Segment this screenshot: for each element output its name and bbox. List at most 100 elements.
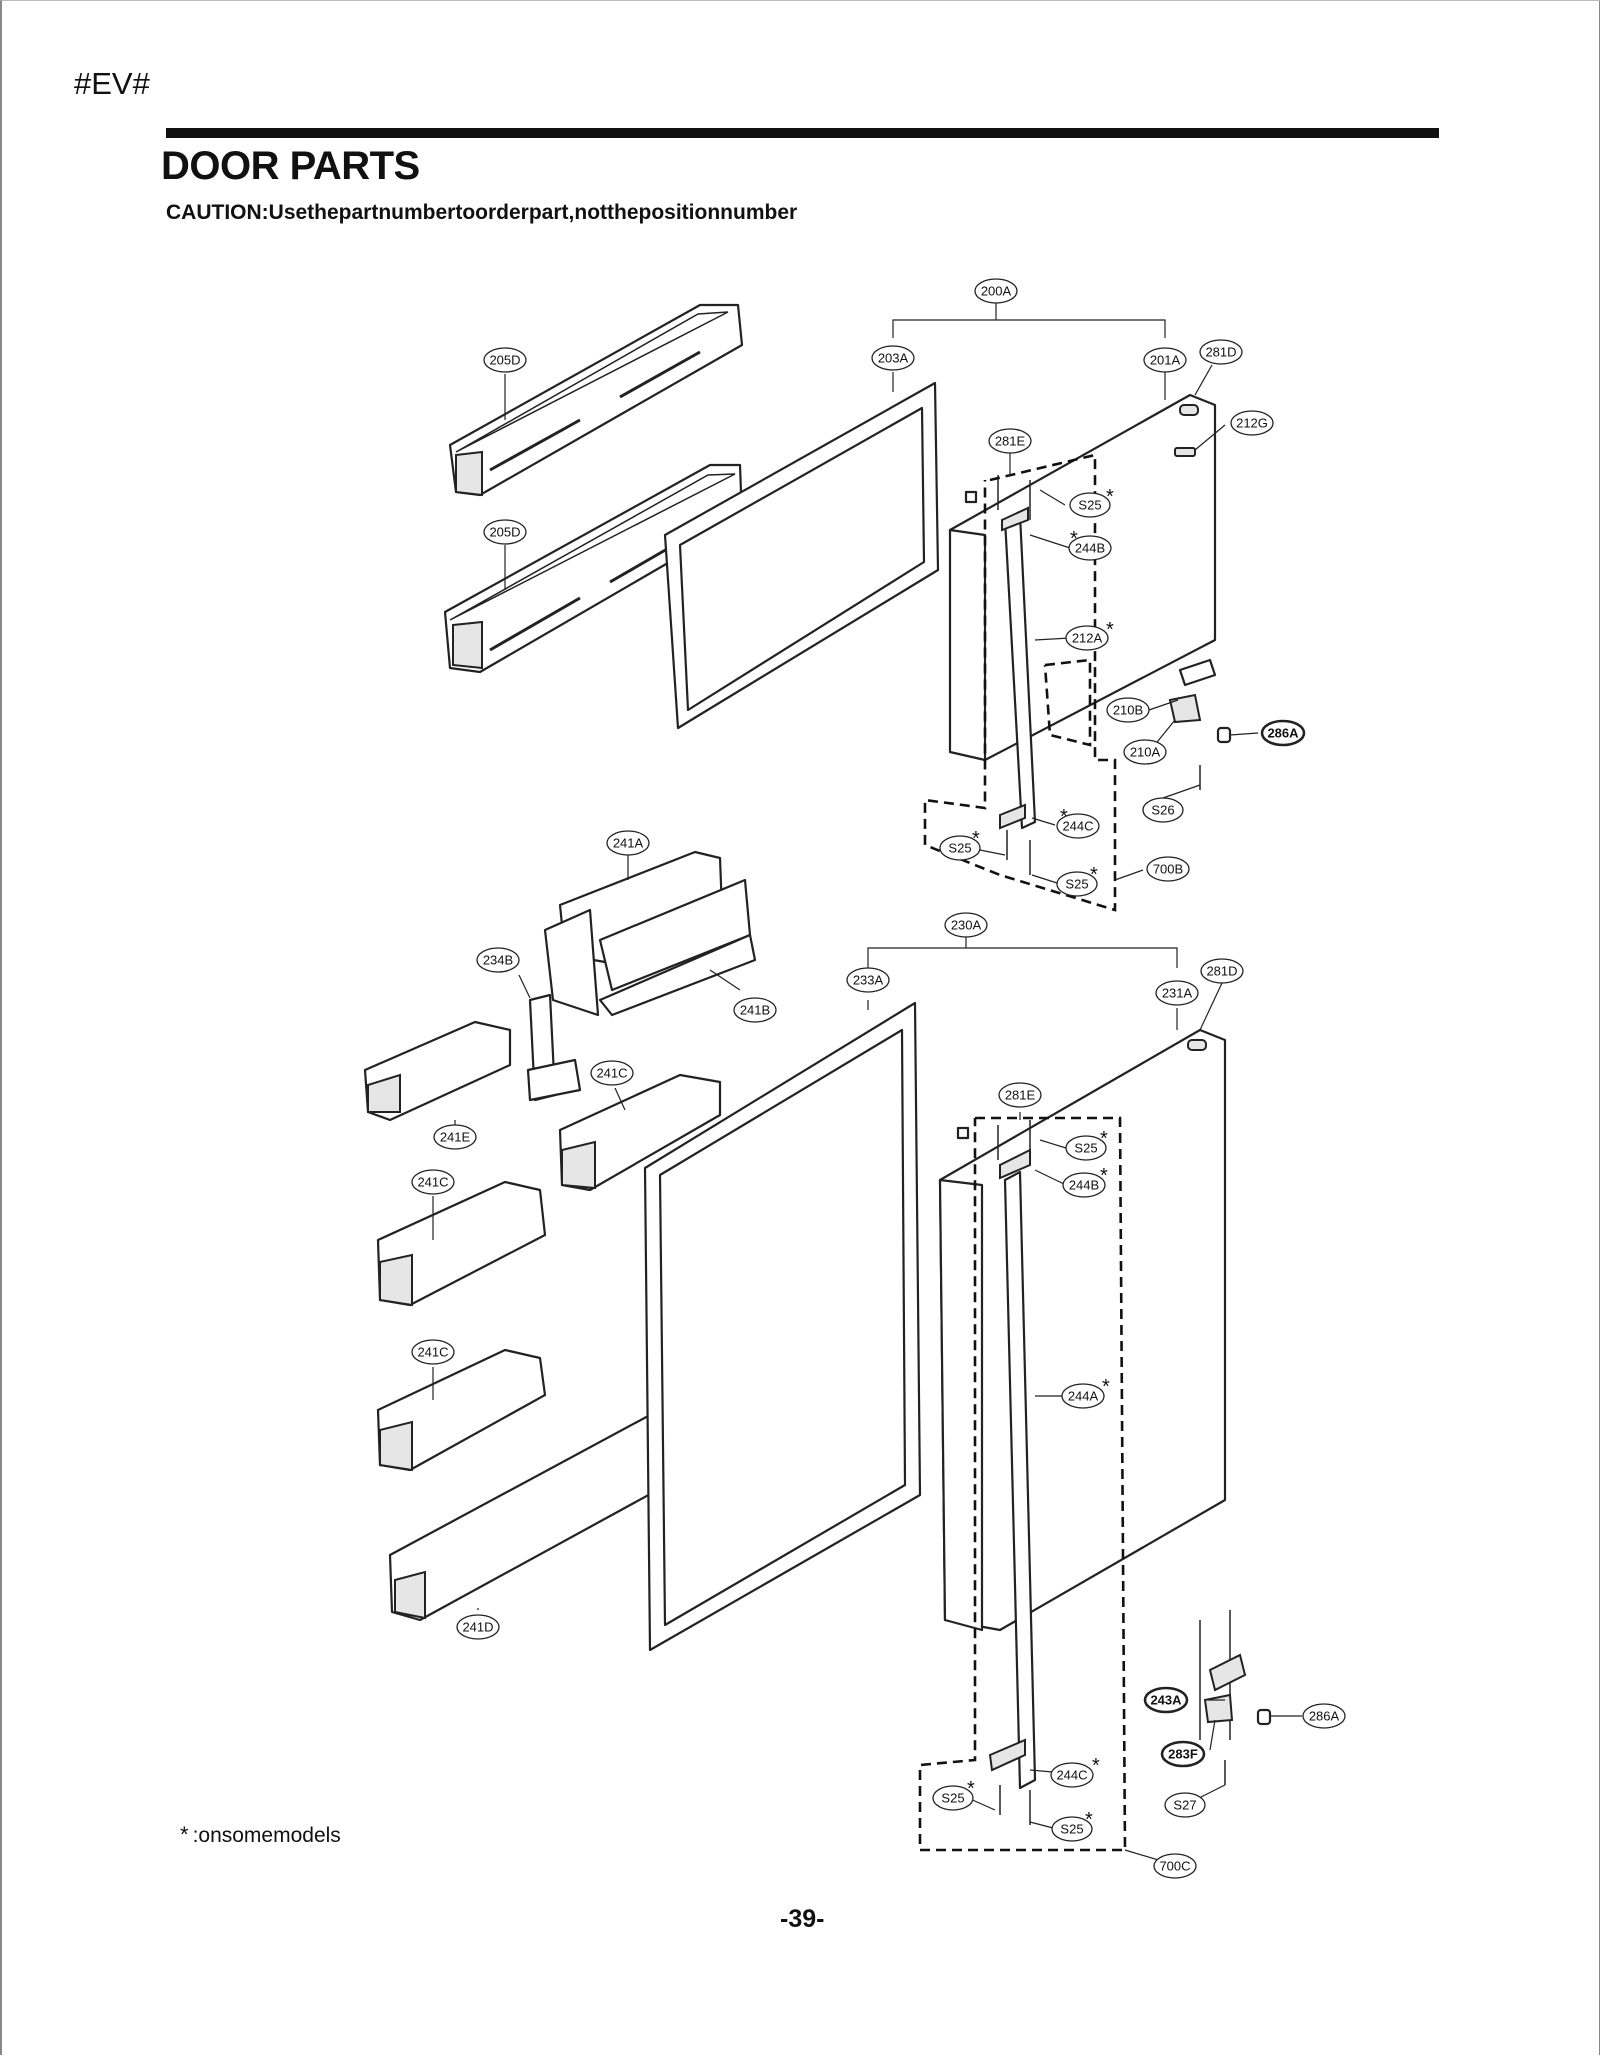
kit-outline-700b [923, 453, 1117, 912]
callout-241d: 241D [456, 1614, 500, 1640]
svg-text:281D: 281D [1206, 964, 1237, 979]
door-bin-205d-top [448, 303, 744, 497]
bin-241c-c [376, 1348, 547, 1472]
callout-281d-bottom: 281D [1200, 958, 1244, 984]
callout-s25-b: S25 [939, 835, 981, 861]
svg-text:244A: 244A [1068, 1389, 1099, 1404]
callout-700b: 700B [1146, 856, 1190, 882]
callout-243a: 243A [1143, 1686, 1189, 1714]
svg-text:S25: S25 [941, 1791, 964, 1806]
asterisk-mark: * [1070, 528, 1078, 550]
callout-286a-top: 286A [1260, 719, 1306, 747]
svg-text:243A: 243A [1150, 1693, 1182, 1708]
callout-283f: 283F [1160, 1740, 1206, 1768]
page-number: -39- [780, 1905, 825, 1933]
svg-text:234B: 234B [483, 953, 513, 968]
callout-s25-c: S25 [1056, 871, 1098, 897]
svg-text:244B: 244B [1069, 1178, 1099, 1193]
callout-281e-bottom: 281E [998, 1082, 1042, 1108]
callout-244c-top: 244C [1056, 813, 1100, 839]
svg-text:281E: 281E [1005, 1088, 1036, 1103]
optional-part-asterisks: * * * * * * * * * * * * [967, 486, 1114, 1831]
svg-text:212G: 212G [1236, 416, 1268, 431]
callout-241b: 241B [733, 997, 777, 1023]
asterisk-mark: * [1085, 1809, 1093, 1831]
asterisk-mark: * [1106, 619, 1114, 641]
callout-s25-f: S25 [1051, 1816, 1093, 1842]
asterisk-mark: * [1102, 1376, 1110, 1398]
svg-text:S25: S25 [1074, 1141, 1097, 1156]
callout-s25-a: S25 [1069, 492, 1111, 518]
asterisk-mark: * [1100, 1165, 1108, 1187]
hinge-210 [1168, 658, 1232, 790]
asterisk-mark: * [1106, 486, 1114, 508]
svg-text:203A: 203A [878, 351, 909, 366]
svg-text:283F: 283F [1168, 1747, 1198, 1762]
callout-241c-a: 241C [590, 1060, 634, 1086]
svg-text:210B: 210B [1113, 703, 1143, 718]
callout-212a: 212A [1065, 625, 1109, 651]
callout-205d-bottom: 205D [483, 519, 527, 545]
svg-text:241A: 241A [613, 836, 644, 851]
svg-text:S25: S25 [1065, 877, 1088, 892]
svg-text:241B: 241B [740, 1003, 770, 1018]
svg-text:700C: 700C [1159, 1859, 1190, 1874]
svg-text:205D: 205D [489, 353, 520, 368]
svg-text:244C: 244C [1062, 819, 1093, 834]
svg-text:241C: 241C [417, 1345, 448, 1360]
callout-s25-e: S25 [932, 1785, 974, 1811]
callout-241c-b: 241C [411, 1169, 455, 1195]
dairy-bin-241a [543, 850, 757, 1017]
gasket-203a [663, 381, 940, 730]
callout-234b: 234B [476, 947, 520, 973]
callout-244c-bottom: 244C [1050, 1762, 1094, 1788]
svg-text:201A: 201A [1150, 353, 1181, 368]
footnote-asterisk: * [180, 1822, 189, 1847]
callout-281e-top: 281E [988, 428, 1032, 454]
model-code: #EV# [74, 66, 150, 101]
svg-text:231A: 231A [1162, 986, 1193, 1001]
svg-text:286A: 286A [1267, 726, 1299, 741]
svg-text:S26: S26 [1151, 803, 1174, 818]
callout-s25-d: S25 [1065, 1135, 1107, 1161]
bin-241c-b [376, 1180, 547, 1307]
callout-241e: 241E [433, 1124, 477, 1150]
svg-text:241D: 241D [462, 1620, 493, 1635]
handle-244a [988, 1148, 1037, 1790]
svg-text:241E: 241E [440, 1130, 471, 1145]
svg-text:S27: S27 [1173, 1798, 1196, 1813]
bin-241c-a [558, 1073, 722, 1192]
svg-text:244C: 244C [1056, 1768, 1087, 1783]
svg-text:212A: 212A [1072, 631, 1103, 646]
svg-text:205D: 205D [489, 525, 520, 540]
callout-s27: S27 [1164, 1792, 1206, 1818]
title-rule [166, 128, 1439, 138]
svg-text:233A: 233A [853, 973, 884, 988]
callout-s26: S26 [1142, 797, 1184, 823]
callout-244a: 244A [1061, 1383, 1105, 1409]
asterisk-mark: * [972, 828, 980, 850]
handle-212a [999, 506, 1037, 830]
svg-text:700B: 700B [1153, 862, 1183, 877]
hinge-243a [1199, 1610, 1272, 1785]
callout-233a: 233A [846, 967, 890, 993]
callout-286a-bottom: 286A [1302, 1703, 1346, 1729]
callout-241c-c: 241C [411, 1339, 455, 1365]
svg-text:210A: 210A [1130, 745, 1161, 760]
callout-200a: 200A [974, 278, 1018, 304]
svg-text:241C: 241C [417, 1175, 448, 1190]
svg-text:S25: S25 [1078, 498, 1101, 513]
svg-text:241C: 241C [596, 1066, 627, 1081]
callout-210b: 210B [1106, 697, 1150, 723]
callout-244b-bottom: 244B [1062, 1172, 1106, 1198]
svg-text:S25: S25 [948, 841, 971, 856]
callout-281d-top: 281D [1199, 339, 1243, 365]
caution-text: CAUTION:Usethepartnumbertoorderpart,nott… [166, 201, 798, 224]
kit-outline-700c [918, 1116, 1127, 1852]
callout-203a: 203A [871, 345, 915, 371]
svg-text:281E: 281E [995, 434, 1026, 449]
svg-text:244B: 244B [1075, 541, 1105, 556]
asterisk-mark: * [1092, 1755, 1100, 1777]
fridge-door-231a [938, 1028, 1227, 1632]
callout-244b-top: 244B [1068, 535, 1112, 561]
